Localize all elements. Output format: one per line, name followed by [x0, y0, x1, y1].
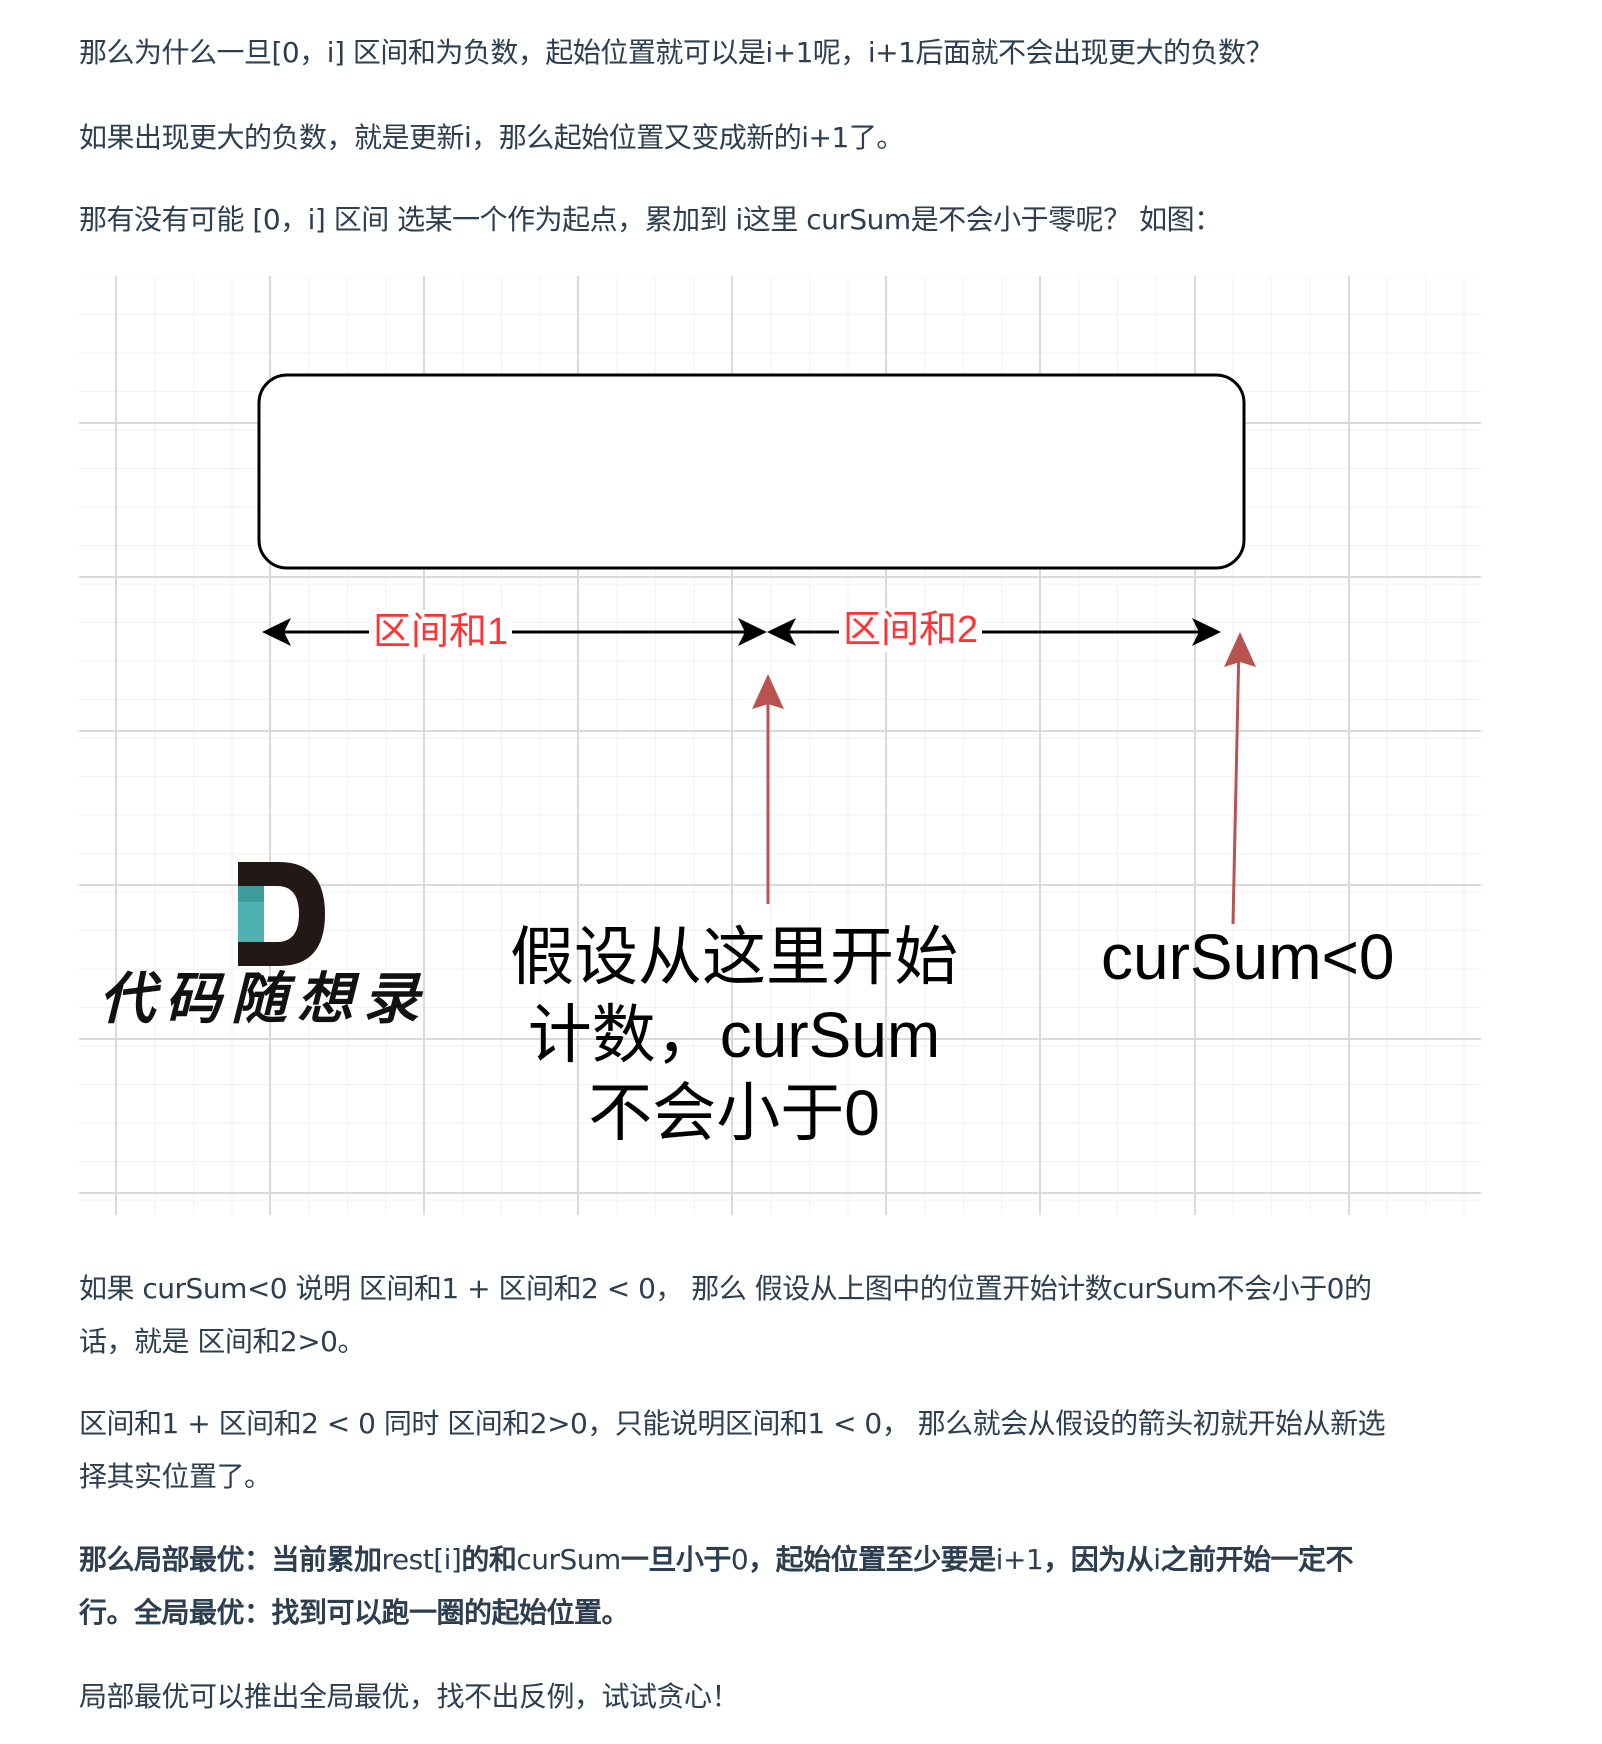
logo-d-icon: [238, 862, 325, 966]
paragraph-line: 行。全局最优：找到可以跑一圈的起始位置。: [79, 1596, 630, 1629]
interval1-label: 区间和1: [369, 610, 513, 654]
logo-text: 代码随想录: [99, 966, 429, 1032]
paragraph-cursum-negative: 如果 curSum<0 说明 区间和1 + 区间和2 < 0， 那么 假设从上图…: [79, 1262, 1499, 1368]
paragraph-line: 择其实位置了。: [79, 1460, 272, 1493]
start-pointer-arrow: [752, 674, 784, 904]
inline-code-text: i+1: [995, 1543, 1044, 1576]
cursum-negative-label: curSum<0: [1101, 921, 1395, 993]
interval1-arrow: [262, 618, 767, 646]
interval2-label: 区间和2: [839, 608, 983, 652]
assume-start-label: 假设从这里开始 计数，curSum 不会小于0: [489, 918, 979, 1152]
bold-text: 之前开始一定不: [1160, 1543, 1354, 1576]
bold-text: ，起始位置至少要是: [748, 1543, 996, 1576]
inline-code-text: rest[i]: [381, 1543, 462, 1576]
paragraph-try-greedy: 局部最优可以推出全局最优，找不出反例，试试贪心！: [79, 1680, 740, 1713]
inline-code-text: i: [1153, 1543, 1161, 1576]
inline-code-text: curSum: [516, 1543, 621, 1576]
assume-start-line2: 计数，curSum: [527, 999, 941, 1071]
assume-start-line1: 假设从这里开始: [510, 921, 958, 993]
array-box: [257, 373, 1246, 570]
paragraph-question: 那么为什么一旦[0，i] 区间和为负数，起始位置就可以是i+1呢，i+1后面就不…: [79, 36, 1273, 69]
bold-text: 一旦小于: [620, 1543, 732, 1576]
assume-start-line3: 不会小于0: [588, 1077, 880, 1149]
paragraph-line: 那么局部最优：当前累加rest[i]的和curSum一旦小于0，起始位置至少要是…: [79, 1533, 1499, 1586]
paragraph-line: 区间和1 + 区间和2 < 0 同时 区间和2>0，只能说明区间和1 < 0， …: [79, 1407, 1386, 1440]
paragraph-interval1-negative: 区间和1 + 区间和2 < 0 同时 区间和2>0，只能说明区间和1 < 0， …: [79, 1397, 1499, 1503]
inline-number-text: 0: [730, 1543, 749, 1576]
bold-text: ，因为从: [1043, 1543, 1154, 1576]
cursum-pointer-arrow: [1224, 632, 1256, 925]
paragraph-greedy-conclusion: 那么局部最优：当前累加rest[i]的和curSum一旦小于0，起始位置至少要是…: [79, 1533, 1499, 1639]
bold-text: 那么局部最优：当前累加: [79, 1543, 382, 1576]
diagram-canvas: [79, 276, 1481, 1215]
bold-text: 的和: [461, 1543, 517, 1576]
diagram-figure: 区间和1 区间和2 代码随想录 假设从这里开始 计数，curSum 不会小于0 …: [79, 276, 1481, 1215]
paragraph-line: 话，就是 区间和2>0。: [79, 1325, 366, 1358]
paragraph-line: 如果 curSum<0 说明 区间和1 + 区间和2 < 0， 那么 假设从上图…: [79, 1272, 1372, 1305]
paragraph-possibility: 那有没有可能 [0，i] 区间 选某一个作为起点，累加到 i这里 curSum是…: [79, 203, 1222, 236]
paragraph-update-i: 如果出现更大的负数，就是更新i，那么起始位置又变成新的i+1了。: [79, 121, 904, 154]
